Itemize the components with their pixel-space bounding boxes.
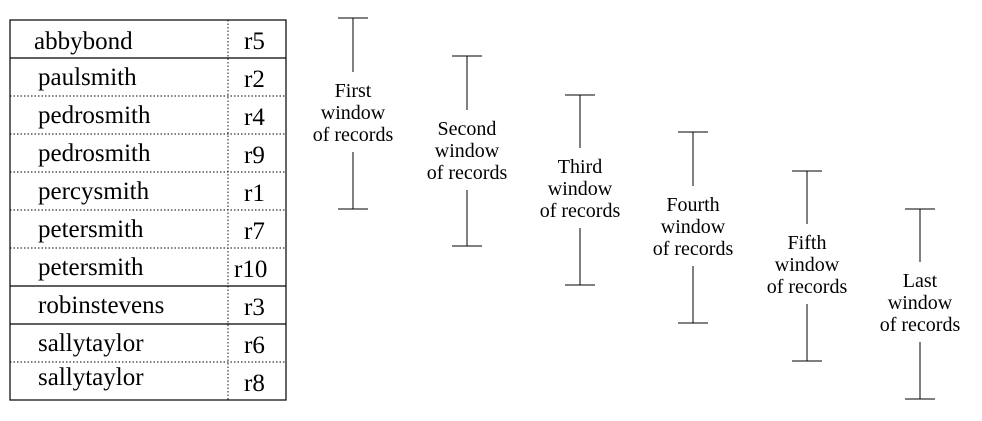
window-label-line: Third (558, 156, 602, 178)
record-id: r6 (244, 332, 265, 359)
window-label-line: window (435, 140, 500, 162)
window-bracket-first: First window of records (313, 17, 394, 210)
window-label-line: window (888, 292, 953, 314)
window-label-line: of records (427, 162, 508, 184)
window-label-line: of records (767, 276, 848, 298)
record-name: abbybond (34, 28, 133, 55)
window-label-line: of records (653, 238, 734, 260)
window-label-line: of records (540, 200, 621, 222)
record-id: r4 (244, 104, 265, 131)
record-name: petersmith (38, 254, 144, 281)
window-label-line: of records (880, 314, 961, 336)
record-name: percysmith (38, 178, 150, 205)
record-id: r3 (244, 294, 265, 321)
window-label-line: Last (903, 270, 938, 292)
window-label-line: Fifth (788, 232, 827, 254)
window-label-line: Fourth (666, 194, 719, 216)
record-name: pedrosmith (38, 102, 151, 129)
window-label-line: window (775, 254, 840, 276)
record-table: abbybond r5 paulsmith r2 pedrosmith r4 p… (9, 19, 287, 401)
window-bracket-third: Third window of records (540, 94, 621, 286)
record-id: r2 (244, 66, 265, 93)
record-name: sallytaylor (38, 364, 144, 391)
record-name: paulsmith (38, 64, 137, 91)
window-label-line: of records (313, 124, 394, 146)
record-id: r5 (244, 28, 265, 55)
window-bracket-fifth: Fifth window of records (767, 170, 848, 362)
window-label-line: window (661, 216, 726, 238)
record-id: r8 (244, 370, 265, 397)
record-id: r7 (244, 218, 265, 245)
window-label-line: window (321, 102, 386, 124)
window-label-line: window (548, 178, 613, 200)
window-label-line: Second (438, 118, 497, 140)
record-id: r10 (234, 256, 267, 283)
record-name: robinstevens (38, 292, 164, 319)
window-bracket-last: Last window of records (880, 208, 961, 400)
window-bracket-second: Second window of records (427, 55, 508, 247)
window-bracket-fourth: Fourth window of records (653, 131, 734, 324)
record-name: petersmith (38, 216, 144, 243)
record-id: r1 (244, 180, 265, 207)
window-label-line: First (335, 80, 372, 102)
record-name: sallytaylor (38, 330, 144, 357)
record-name: pedrosmith (38, 140, 151, 167)
record-id: r9 (244, 142, 265, 169)
